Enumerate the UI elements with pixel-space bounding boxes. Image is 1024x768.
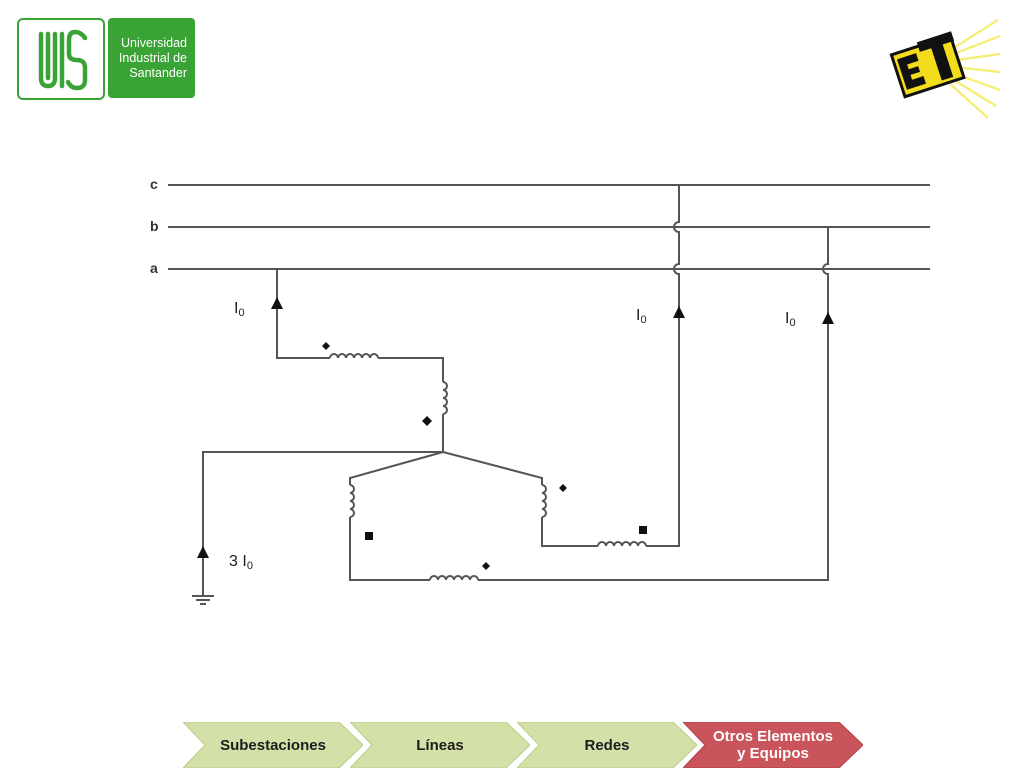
wire-star-right [442,451,543,485]
section-nav: Subestaciones Líneas Redes Otros Element… [183,722,863,768]
nav-redes[interactable]: Redes [517,722,697,768]
nav-redes-label: Redes [584,736,630,754]
nav-otros-elementos-label: Otros Elementos y Equipos [712,728,834,762]
university-name-line-3: Santander [129,66,187,80]
nav-lineas[interactable]: Líneas [350,722,530,768]
uis-monogram-icon [17,18,105,100]
coil-4 [429,575,479,581]
university-logo: Universidad Industrial de Santander [17,18,195,100]
nav-subestaciones[interactable]: Subestaciones [183,722,363,768]
nav-subestaciones-label: Subestaciones [220,736,326,754]
university-name: Universidad Industrial de Santander [108,18,195,98]
coil-6 [597,541,647,547]
phase-label-a: a [150,260,158,276]
nav-lineas-label: Líneas [416,736,464,754]
phase-label-c: c [150,176,158,192]
wire-coil1-to-coil2 [378,357,444,382]
university-name-line-2: Industrial de [118,51,187,65]
current-label-ground: 3 I0 [229,553,253,572]
wire-star-left [349,451,444,485]
polarity-marker-square [639,526,647,534]
wire-neutral-ground [202,451,443,596]
phase-label-b: b [150,218,159,234]
coil-2 [442,381,448,415]
polarity-marker [482,562,490,570]
current-arrow-c [673,306,685,318]
riser-to-phase-c [673,185,680,318]
current-arrow-a [271,297,283,309]
current-label-c: I0 [636,307,647,326]
coil-5 [541,484,547,518]
current-label-b: I0 [785,310,796,329]
current-arrow-b [822,312,834,324]
current-label-a: I0 [234,300,245,319]
coil-1 [329,353,379,359]
polarity-marker [322,342,330,350]
university-name-line-1: Universidad [120,36,187,50]
coil-3 [349,484,355,518]
polarity-marker-square [365,532,373,540]
wire-a-branch [276,269,330,359]
polarity-marker [422,416,432,426]
et-brand-logo-icon [878,14,1002,122]
nav-otros-elementos[interactable]: Otros Elementos y Equipos [683,722,863,768]
current-arrow-ground [197,546,209,558]
polarity-marker [559,484,567,492]
riser-to-phase-b [822,227,829,324]
